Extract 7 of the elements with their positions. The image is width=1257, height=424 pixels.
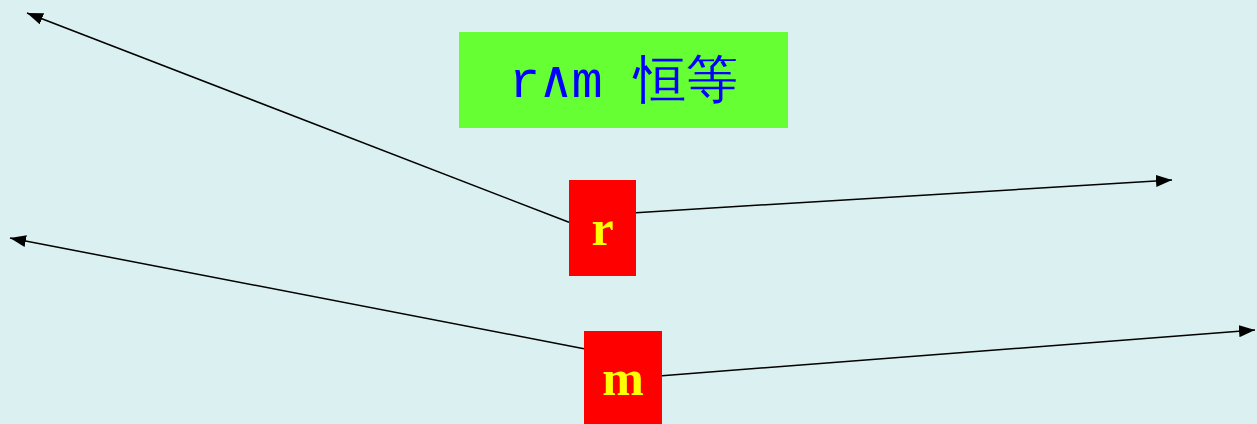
- variable-box: m: [584, 331, 662, 424]
- variable-box: r: [569, 180, 636, 276]
- title-box: r∧m 恒等: [459, 32, 788, 128]
- arrow: [661, 325, 1256, 377]
- arrow: [26, 12, 570, 223]
- arrow: [9, 235, 585, 350]
- arrow: [635, 175, 1173, 214]
